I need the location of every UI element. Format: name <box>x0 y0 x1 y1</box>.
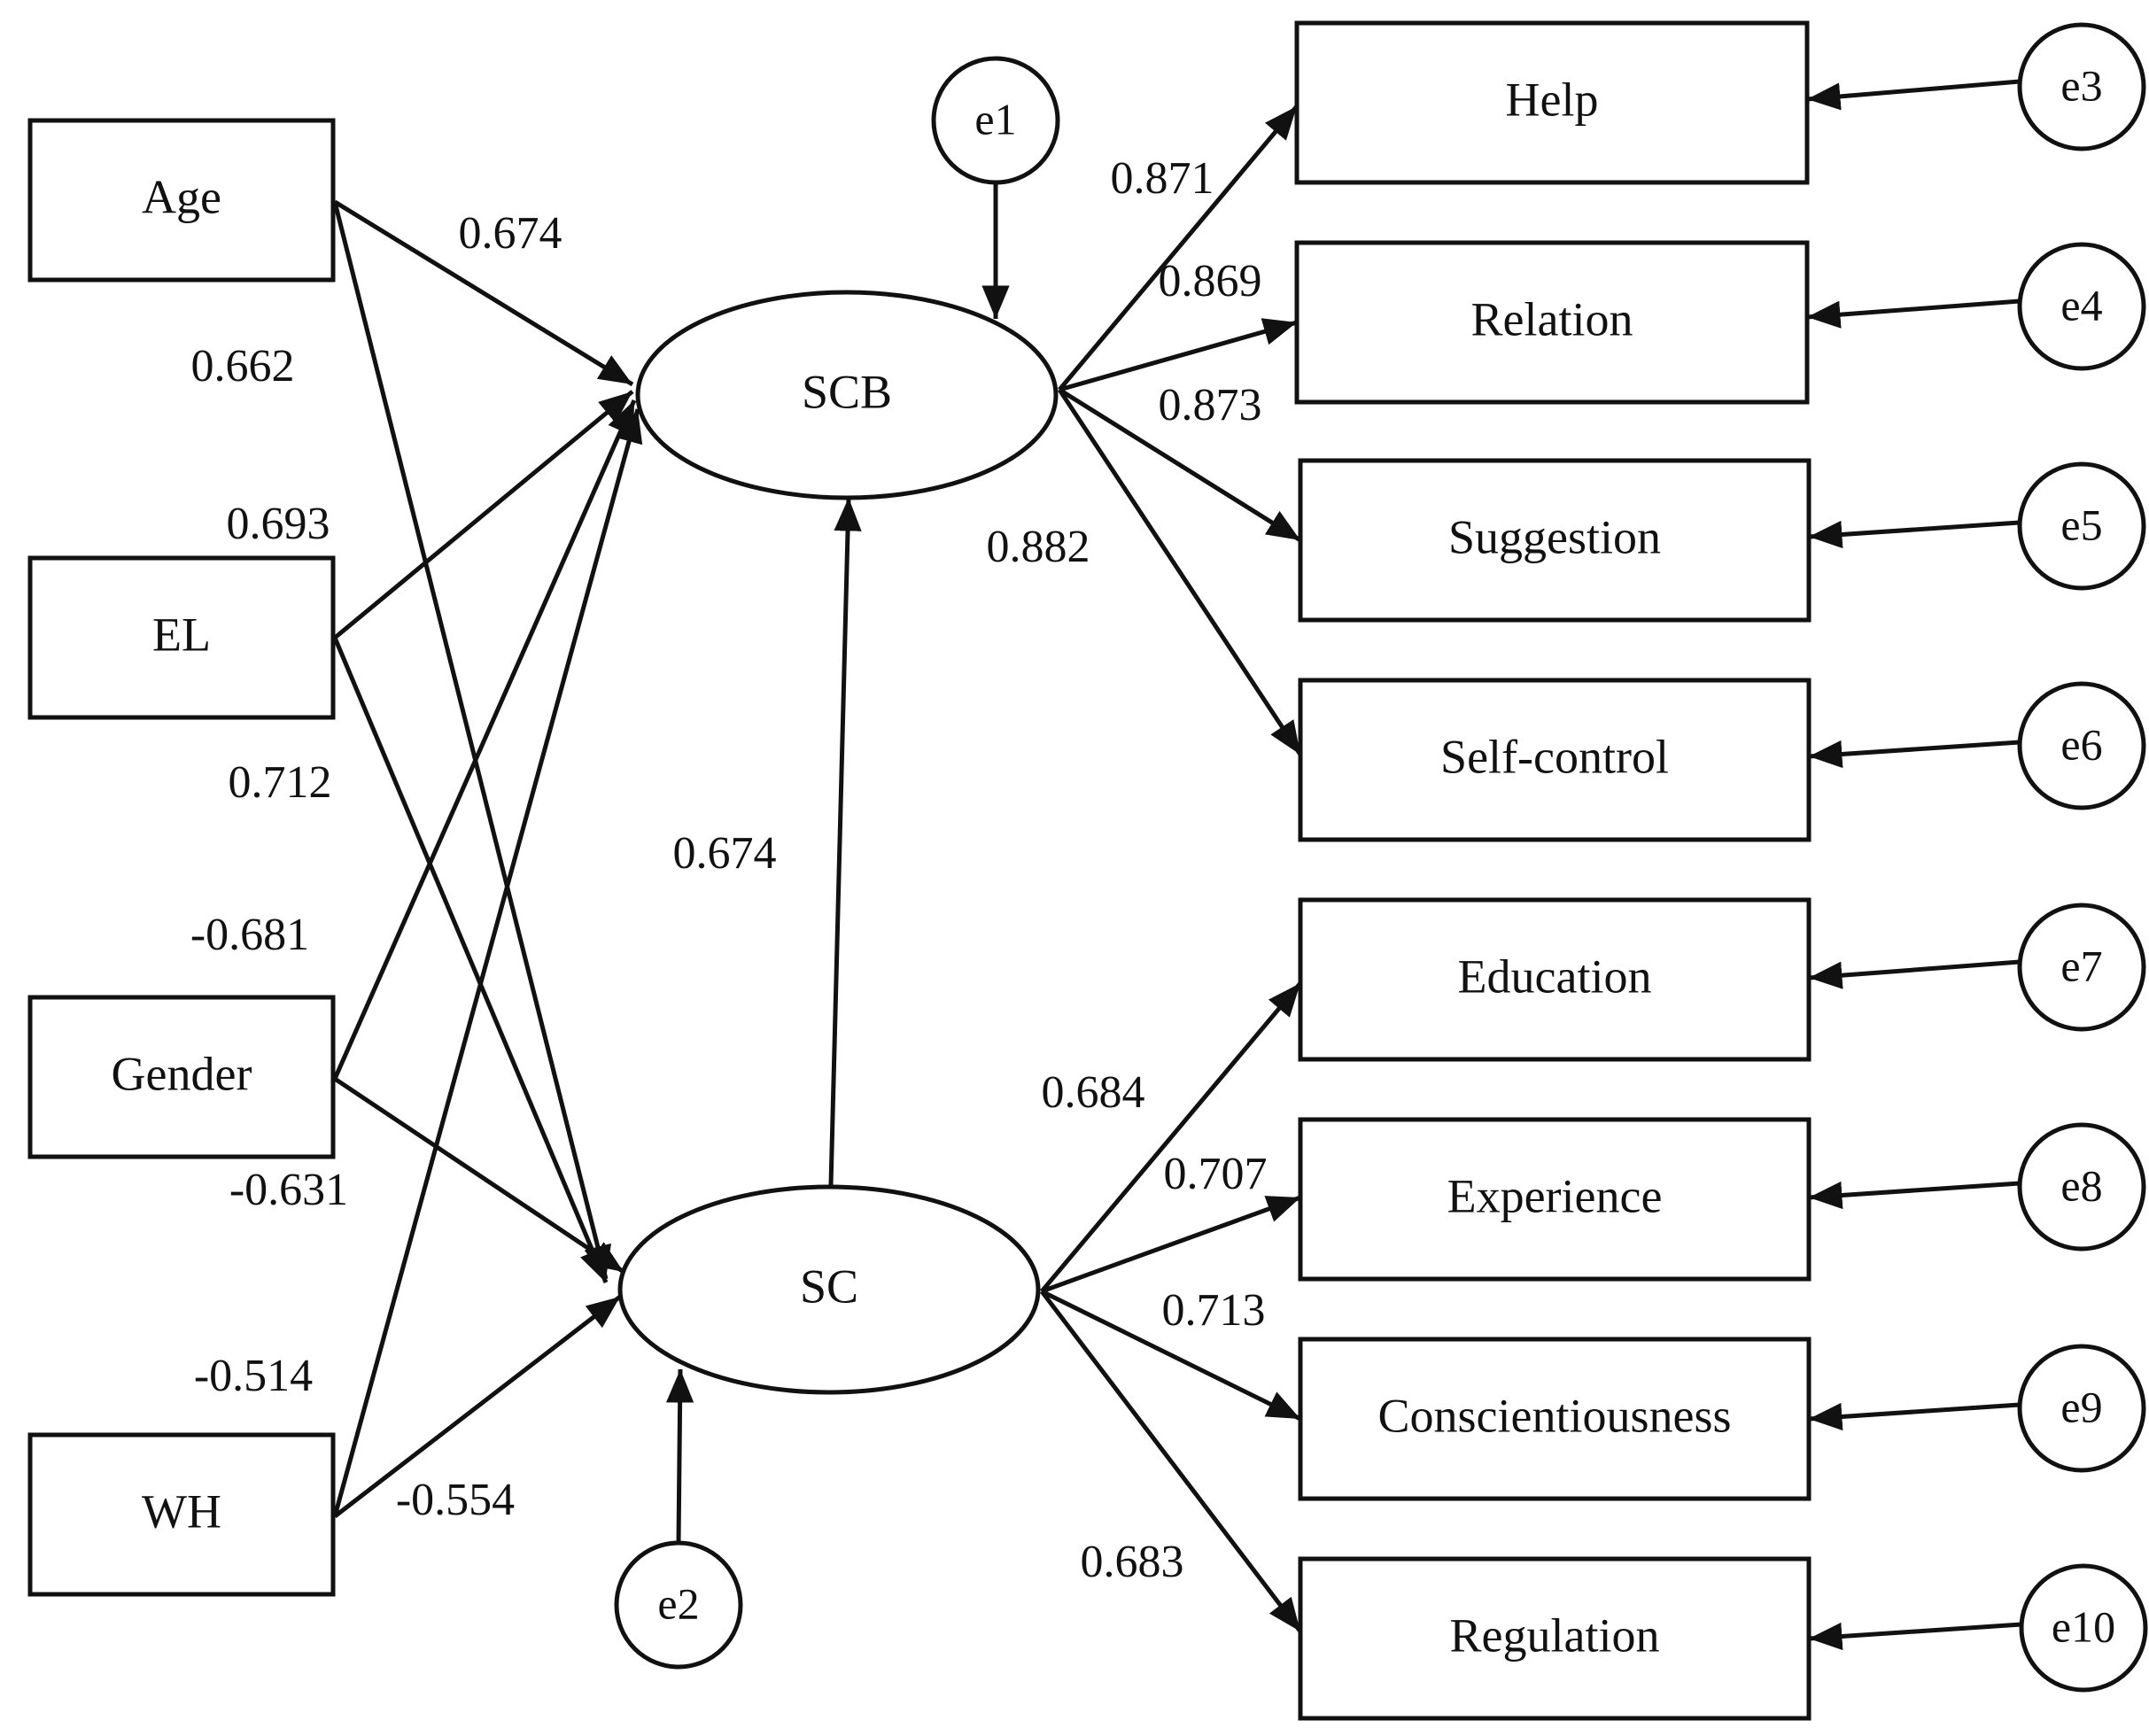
node-age-label: Age <box>142 170 221 223</box>
edge-sc-scb <box>828 497 862 1186</box>
error-e8[interactable]: e8 <box>2017 1122 2146 1252</box>
edge-age-sc <box>332 201 612 1280</box>
error-e4[interactable]: e4 <box>2017 242 2146 371</box>
error-e8-label: e8 <box>2060 1160 2102 1210</box>
node-gender-label: Gender <box>112 1047 252 1100</box>
node-experience[interactable]: Experience <box>1298 1117 1812 1282</box>
exogenous-variables: Age EL Gender WH <box>27 118 336 1597</box>
node-wh[interactable]: WH <box>27 1432 336 1597</box>
error-e5-label: e5 <box>2060 500 2102 549</box>
node-relation[interactable]: Relation <box>1294 240 1810 405</box>
coef-wh-sc: -0.554 <box>396 1475 515 1525</box>
error-e1-label: e1 <box>974 94 1016 143</box>
edge-e3-help <box>1806 79 2021 111</box>
coef-gender-sc: -0.631 <box>229 1165 348 1215</box>
edge-e6-self-control <box>1808 740 2021 769</box>
edge-el-sc <box>332 637 609 1283</box>
node-scb[interactable]: SCB <box>635 290 1059 500</box>
path-coefficients: 0.674 0.662 0.693 0.712 -0.681 -0.631 -0… <box>190 153 1268 1587</box>
coef-scb-self-control: 0.882 <box>987 522 1090 572</box>
edge-scb-help <box>1058 105 1299 391</box>
error-e3-label: e3 <box>2060 60 2102 110</box>
edge-e10-regulation <box>1808 1622 2022 1651</box>
error-e3[interactable]: e3 <box>2017 22 2146 151</box>
node-suggestion-label: Suggestion <box>1448 510 1661 563</box>
edges <box>332 79 2022 1651</box>
node-sc-label: SC <box>800 1259 858 1313</box>
node-help-label: Help <box>1506 73 1599 126</box>
error-e7[interactable]: e7 <box>2017 903 2146 1032</box>
error-e2-label: e2 <box>657 1578 699 1628</box>
indicator-variables: Help Relation Suggestion Self-control Ed… <box>1294 20 1812 1721</box>
node-regulation[interactable]: Regulation <box>1298 1556 1812 1721</box>
node-wh-label: WH <box>142 1484 221 1538</box>
edge-scb-self-control <box>1057 388 1303 756</box>
latent-variables: SCB SC <box>617 290 1059 1395</box>
coef-el-sc: 0.712 <box>229 757 332 808</box>
coef-sc-education: 0.684 <box>1042 1067 1145 1118</box>
error-e6-label: e6 <box>2060 719 2102 769</box>
edge-scb-suggestion <box>1058 387 1302 543</box>
error-e10[interactable]: e10 <box>2019 1563 2148 1693</box>
coef-sc-scb: 0.674 <box>673 828 777 879</box>
coef-sc-experience: 0.707 <box>1164 1149 1268 1199</box>
edge-gender-scb <box>332 399 637 1081</box>
edge-scb-relation <box>1059 318 1298 392</box>
edge-e8-experience <box>1808 1181 2021 1210</box>
edge-sc-education <box>1040 981 1302 1293</box>
coef-age-scb: 0.674 <box>459 208 562 259</box>
edge-wh-scb <box>332 408 643 1517</box>
coef-age-sc: 0.662 <box>191 341 295 391</box>
node-education[interactable]: Education <box>1298 897 1812 1062</box>
node-relation-label: Relation <box>1471 292 1633 345</box>
edge-e9-conscientiousness <box>1808 1402 2021 1431</box>
node-self-control[interactable]: Self-control <box>1298 678 1812 842</box>
edge-sc-regulation <box>1040 1290 1302 1633</box>
coef-scb-suggestion: 0.873 <box>1159 380 1262 430</box>
error-e6[interactable]: e6 <box>2017 681 2146 810</box>
coef-el-scb: 0.693 <box>227 499 330 549</box>
error-e10-label: e10 <box>2052 1601 2115 1651</box>
node-experience-label: Experience <box>1447 1169 1663 1222</box>
node-scb-label: SCB <box>802 365 892 418</box>
error-e1[interactable]: e1 <box>931 56 1060 185</box>
node-regulation-label: Regulation <box>1450 1608 1660 1662</box>
error-terms: e1 e2 e3 e4 e5 e6 e7 e8 <box>614 22 2148 1693</box>
error-e7-label: e7 <box>2060 941 2102 990</box>
edge-wh-sc <box>333 1295 622 1518</box>
node-age[interactable]: Age <box>27 118 336 283</box>
edge-age-scb <box>333 199 634 387</box>
edge-e4-relation <box>1806 298 2021 329</box>
coef-sc-conscientiousness: 0.713 <box>1162 1285 1266 1336</box>
error-e5[interactable]: e5 <box>2017 461 2146 591</box>
edge-gender-sc <box>333 1076 625 1275</box>
coef-wh-scb: -0.514 <box>194 1351 313 1401</box>
error-e9[interactable]: e9 <box>2017 1344 2146 1473</box>
node-education-label: Education <box>1458 949 1652 1003</box>
edge-sc-conscientiousness <box>1040 1289 1302 1422</box>
node-gender[interactable]: Gender <box>27 995 336 1159</box>
edge-sc-experience <box>1041 1195 1301 1294</box>
edge-e7-education <box>1808 959 2021 989</box>
edge-el-scb <box>333 390 634 639</box>
node-self-control-label: Self-control <box>1440 730 1669 783</box>
edge-e2-sc <box>665 1368 694 1544</box>
coef-sc-regulation: 0.683 <box>1081 1537 1184 1587</box>
coef-gender-scb: -0.681 <box>190 910 309 960</box>
error-e2[interactable]: e2 <box>614 1540 743 1670</box>
coef-scb-relation: 0.869 <box>1159 256 1262 306</box>
node-suggestion[interactable]: Suggestion <box>1298 458 1812 623</box>
coef-scb-help: 0.871 <box>1111 153 1214 204</box>
node-help[interactable]: Help <box>1294 20 1810 185</box>
node-conscientiousness-label: Conscientiousness <box>1378 1389 1732 1442</box>
node-conscientiousness[interactable]: Conscientiousness <box>1298 1337 1812 1501</box>
error-e4-label: e4 <box>2060 280 2102 329</box>
node-el-label: EL <box>152 608 211 661</box>
node-sc[interactable]: SC <box>617 1184 1041 1395</box>
node-el[interactable]: EL <box>27 555 336 720</box>
edge-e5-suggestion <box>1808 520 2021 549</box>
error-e9-label: e9 <box>2060 1382 2102 1431</box>
